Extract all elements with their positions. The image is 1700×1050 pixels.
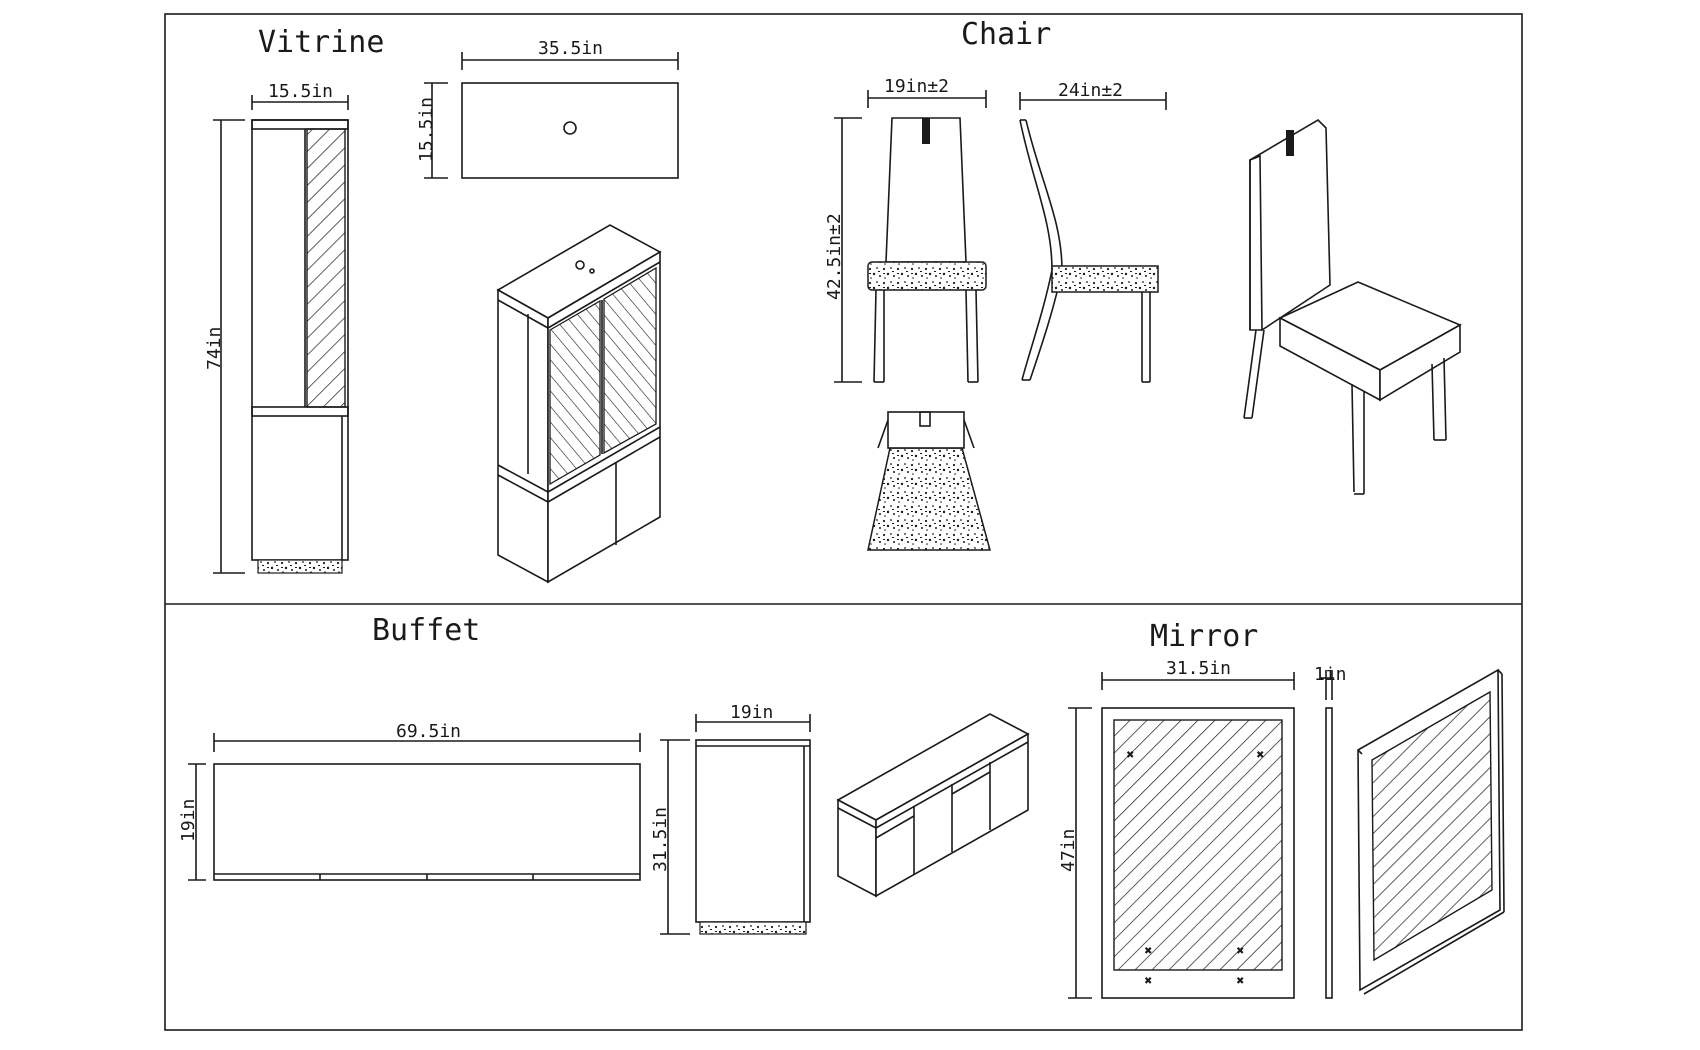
vitrine-section: Vitrine 15.5in 74in [204,25,679,584]
svg-text:✖: ✖ [1236,946,1244,957]
chair-isometric [1243,118,1462,495]
buffet-length-label: 69.5in [396,721,461,742]
buffet-depth-label: 19in [178,799,199,842]
buffet-isometric [836,713,1030,898]
buffet-depth-dimension: 19in [178,763,206,881]
vitrine-isometric [496,224,662,584]
mirror-thickness-dimension: 1in [1314,664,1347,700]
vitrine-height-dimension: 74in [204,119,245,574]
mirror-side-profile [1325,707,1333,999]
svg-text:✖: ✖ [1144,976,1152,987]
mirror-front-elevation: ✖ ✖ ✖ ✖ ✖ ✖ [1101,707,1295,999]
chair-front-elevation [867,117,987,383]
chair-side-elevation [1019,119,1159,383]
mirror-isometric [1357,668,1505,995]
buffet-title: Buffet [372,613,480,648]
buffet-side-elevation [695,739,811,935]
buffet-side-width-label: 19in [730,702,773,723]
chair-front-width-label: 19in±2 [884,76,949,97]
vitrine-top-plan: 35.5in 15.5in [416,38,679,179]
buffet-length-dimension: 69.5in [213,721,641,752]
svg-text:✖: ✖ [1126,750,1134,761]
vitrine-top-width-label: 35.5in [538,38,603,59]
vitrine-height-label: 74in [204,327,225,370]
chair-side-depth-dimension: 24in±2 [1019,80,1167,110]
chair-front-width-dimension: 19in±2 [867,76,987,108]
mirror-height-label: 47in [1058,829,1079,872]
chair-title: Chair [961,17,1051,52]
mirror-thickness-label: 1in [1314,664,1347,685]
chair-height-dimension: 42.5in±2 [824,117,862,383]
mirror-mount-points: ✖ ✖ ✖ ✖ ✖ ✖ [1126,750,1264,987]
sheet-border [164,13,1523,1031]
mirror-width-dimension: 31.5in [1101,658,1295,690]
buffet-side-width-dimension: 19in [695,702,811,732]
vitrine-top-depth-label: 15.5in [416,97,437,162]
buffet-top-plan [213,763,641,881]
chair-height-label: 42.5in±2 [824,213,845,300]
buffet-height-label: 31.5in [650,807,671,872]
mirror-height-dimension: 47in [1058,707,1092,999]
mirror-title: Mirror [1150,619,1258,654]
svg-text:✖: ✖ [1144,946,1152,957]
chair-plan-view [867,411,991,551]
vitrine-title: Vitrine [258,25,384,60]
mirror-width-label: 31.5in [1166,658,1231,679]
buffet-height-dimension: 31.5in [650,739,690,935]
vitrine-side-elevation [251,119,349,574]
mirror-section: Mirror 31.5in 1in 47in ✖ ✖ ✖ [1058,619,1505,999]
chair-side-depth-label: 24in±2 [1058,80,1123,101]
vitrine-front-width-dimension: 15.5in [251,81,349,110]
vitrine-front-width-label: 15.5in [268,81,333,102]
buffet-section: Buffet 69.5in 19in 19in [178,613,1030,935]
chair-section: Chair 19in±2 24in±2 42.5in±2 [824,17,1462,551]
svg-text:✖: ✖ [1256,750,1264,761]
svg-text:✖: ✖ [1236,976,1244,987]
